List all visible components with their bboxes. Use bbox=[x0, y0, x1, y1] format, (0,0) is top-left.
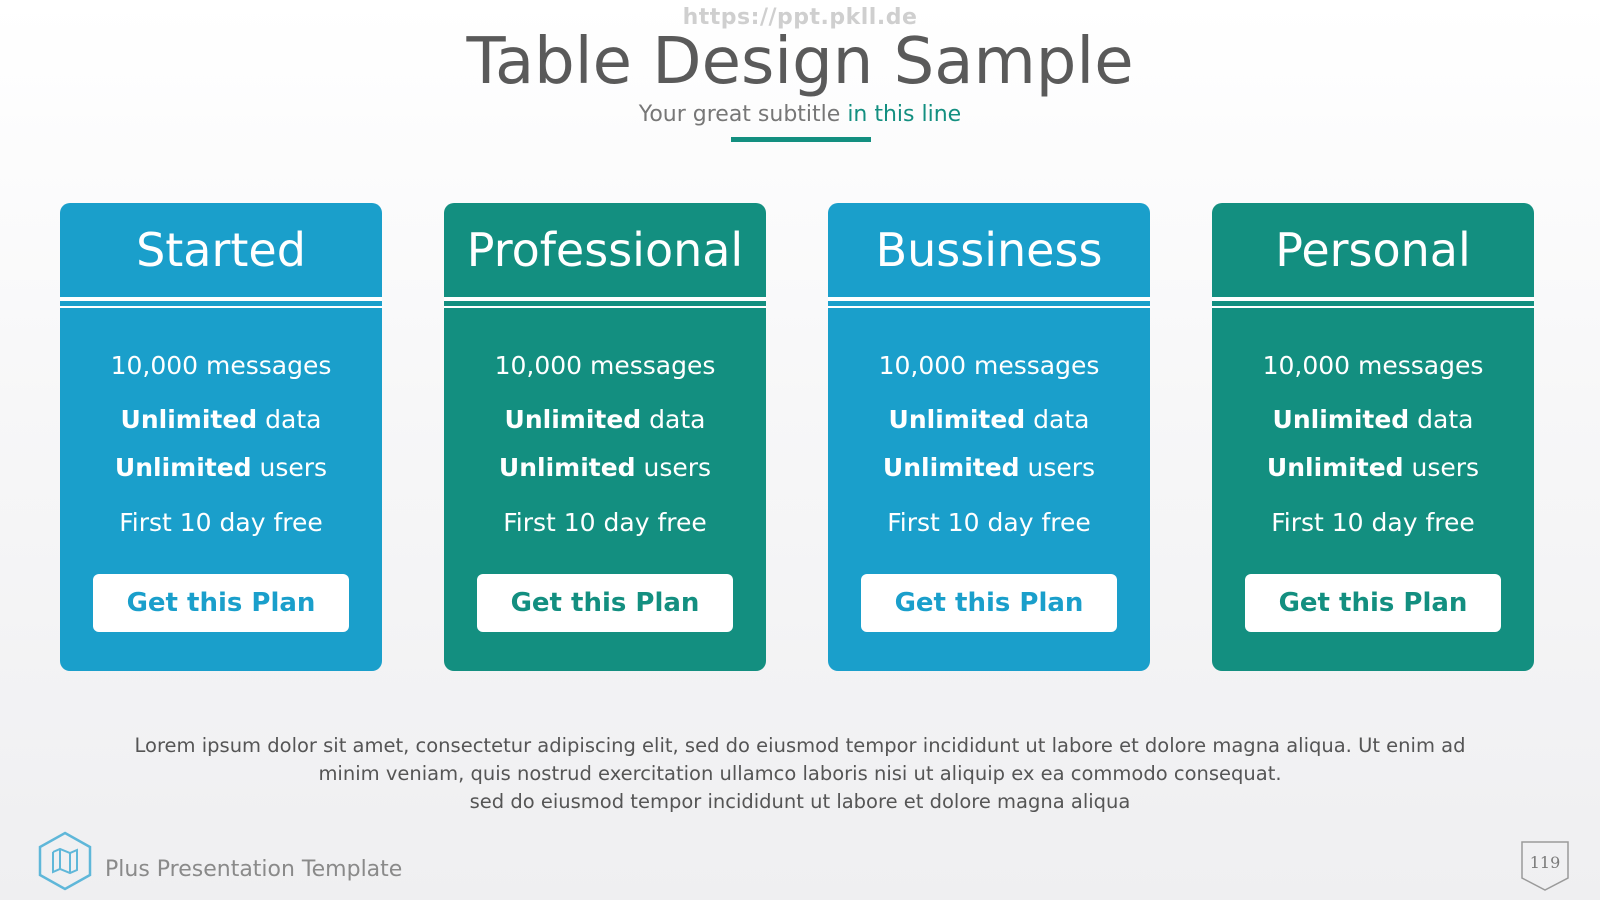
template-name: Plus Presentation Template bbox=[105, 857, 403, 882]
feature-data-bold: Unlimited bbox=[888, 405, 1026, 434]
page-badge-shield bbox=[1521, 841, 1569, 891]
feature-users: Unlimited users bbox=[1212, 453, 1534, 482]
feature-trial: First 10 day free bbox=[119, 508, 323, 537]
feature-trial: First 10 day free bbox=[503, 508, 707, 537]
feature-users-rest: users bbox=[643, 453, 712, 482]
feature-data: Unlimited data bbox=[60, 405, 382, 434]
feature-trial: First 10 day free bbox=[1271, 508, 1475, 537]
feature-users: Unlimited users bbox=[444, 453, 766, 482]
plan-name: Personal bbox=[1275, 223, 1471, 277]
watermark-url: https://ppt.pkll.de bbox=[682, 5, 918, 30]
feature-users-rest: users bbox=[259, 453, 328, 482]
feature-data-bold: Unlimited bbox=[120, 405, 258, 434]
plan-card-personal: Personal 10,000 messages Unlimited data … bbox=[1212, 203, 1534, 671]
page-number: 119 bbox=[1529, 853, 1561, 872]
header-divider bbox=[828, 297, 1150, 301]
page-title: Table Design Sample bbox=[466, 25, 1134, 99]
feature-data: Unlimited data bbox=[828, 405, 1150, 434]
plan-name: Professional bbox=[466, 223, 744, 277]
get-plan-button[interactable]: Get this Plan bbox=[93, 574, 349, 632]
feature-users-rest: users bbox=[1027, 453, 1096, 482]
feature-data: Unlimited data bbox=[444, 405, 766, 434]
body-line: sed do eiusmod tempor incididunt ut labo… bbox=[469, 790, 1131, 813]
feature-messages: 10,000 messages bbox=[878, 351, 1100, 380]
header-divider-thin bbox=[60, 306, 382, 308]
feature-trial: First 10 day free bbox=[887, 508, 1091, 537]
feature-data-rest: data bbox=[1417, 405, 1474, 434]
feature-messages: 10,000 messages bbox=[110, 351, 332, 380]
header-divider-thin bbox=[1212, 306, 1534, 308]
plan-card-professional: Professional 10,000 messages Unlimited d… bbox=[444, 203, 766, 671]
header-divider bbox=[444, 297, 766, 301]
subtitle-plain: Your great subtitle bbox=[638, 102, 841, 127]
plan-name: Bussiness bbox=[875, 223, 1103, 277]
body-paragraph: Lorem ipsum dolor sit amet, consectetur … bbox=[100, 732, 1500, 816]
get-plan-button[interactable]: Get this Plan bbox=[861, 574, 1117, 632]
header-divider-thin bbox=[444, 306, 766, 308]
page-subtitle: Your great subtitle in this line bbox=[0, 100, 1600, 130]
header-divider bbox=[60, 297, 382, 301]
body-line: minim veniam, quis nostrud exercitation … bbox=[318, 762, 1282, 785]
get-plan-button[interactable]: Get this Plan bbox=[1245, 574, 1501, 632]
title-underline bbox=[731, 137, 871, 142]
feature-users: Unlimited users bbox=[60, 453, 382, 482]
feature-users-bold: Unlimited bbox=[882, 453, 1020, 482]
plan-name: Started bbox=[136, 223, 306, 277]
feature-data-rest: data bbox=[649, 405, 706, 434]
header-divider-thin bbox=[828, 306, 1150, 308]
body-line: Lorem ipsum dolor sit amet, consectetur … bbox=[134, 734, 1466, 757]
plan-card-started: Started 10,000 messages Unlimited data U… bbox=[60, 203, 382, 671]
feature-users-bold: Unlimited bbox=[1266, 453, 1404, 482]
subtitle-accent: in this line bbox=[847, 102, 962, 127]
header-divider bbox=[1212, 297, 1534, 301]
feature-users-bold: Unlimited bbox=[114, 453, 252, 482]
plan-card-bussiness: Bussiness 10,000 messages Unlimited data… bbox=[828, 203, 1150, 671]
feature-messages: 10,000 messages bbox=[494, 351, 716, 380]
feature-users: Unlimited users bbox=[828, 453, 1150, 482]
get-plan-button[interactable]: Get this Plan bbox=[477, 574, 733, 632]
feature-data-rest: data bbox=[1033, 405, 1090, 434]
map-hexagon-icon bbox=[38, 831, 92, 891]
feature-data-rest: data bbox=[265, 405, 322, 434]
feature-data-bold: Unlimited bbox=[504, 405, 642, 434]
feature-data-bold: Unlimited bbox=[1272, 405, 1410, 434]
feature-users-rest: users bbox=[1411, 453, 1480, 482]
feature-users-bold: Unlimited bbox=[498, 453, 636, 482]
feature-messages: 10,000 messages bbox=[1262, 351, 1484, 380]
feature-data: Unlimited data bbox=[1212, 405, 1534, 434]
